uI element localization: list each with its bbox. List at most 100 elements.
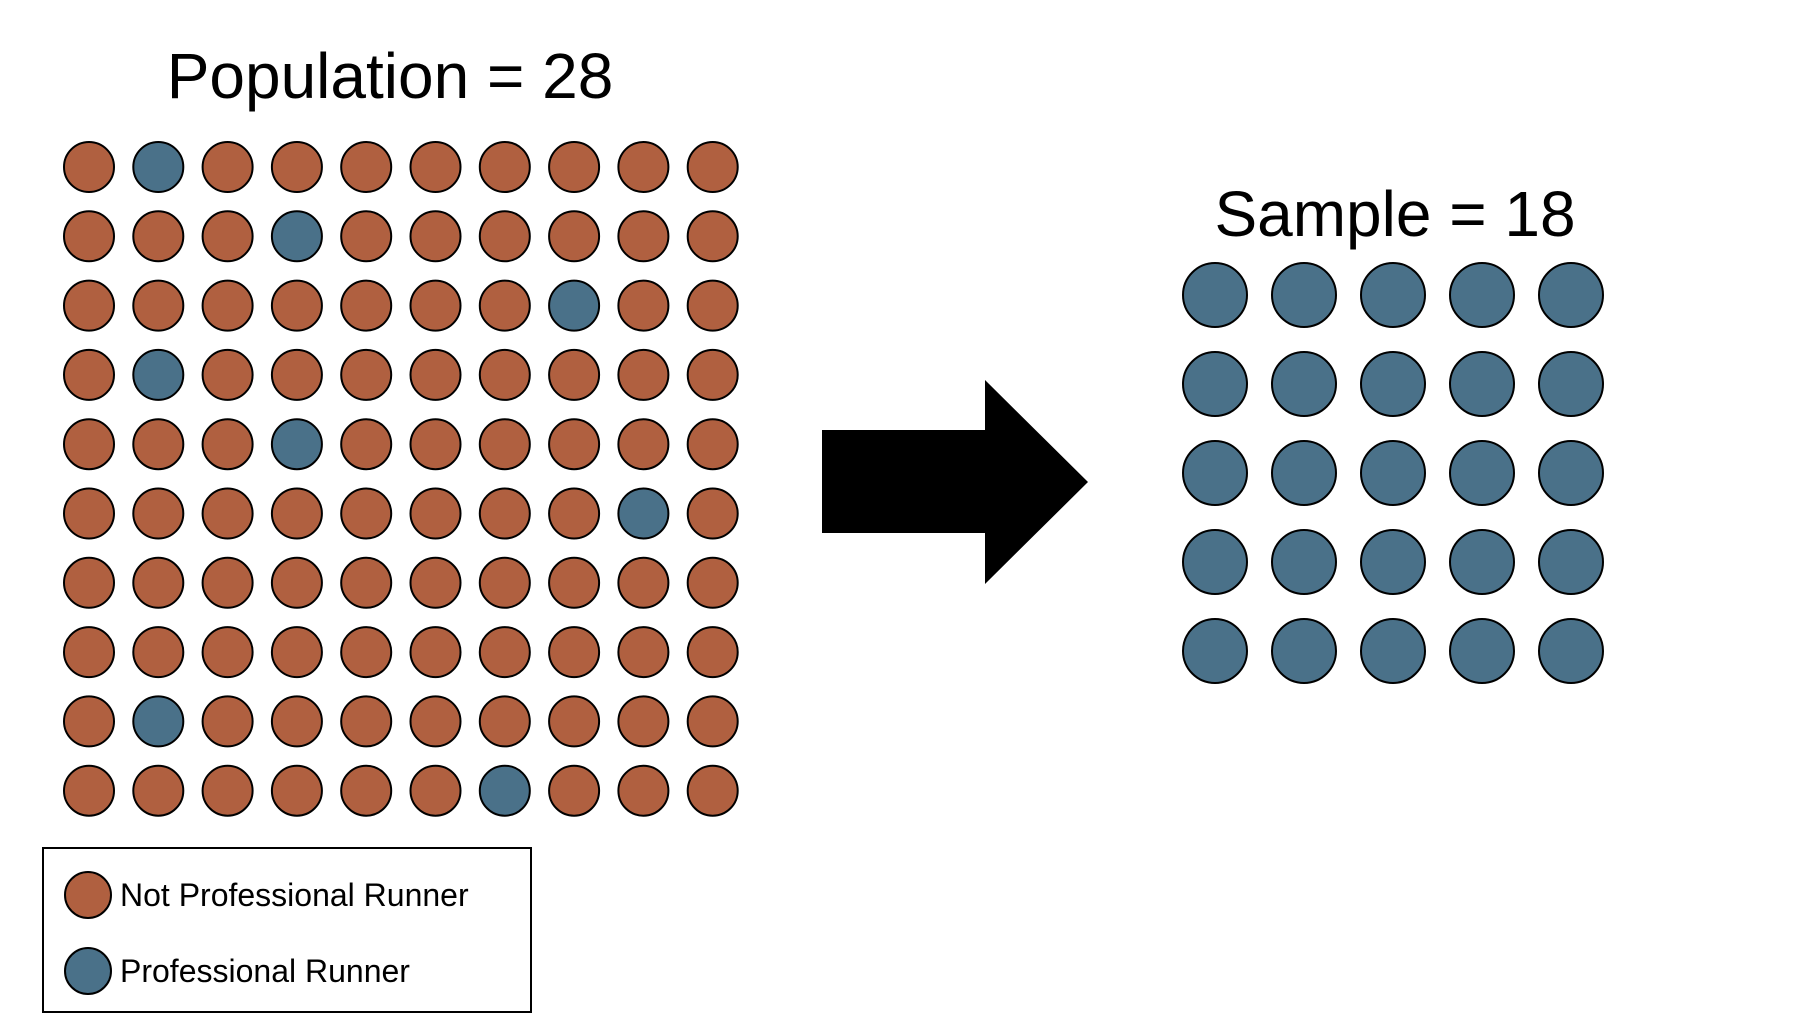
- population-dot-professional: [548, 279, 601, 332]
- population-dot-not-professional: [478, 626, 531, 679]
- population-dot-not-professional: [617, 695, 670, 748]
- population-dot-not-professional: [63, 764, 115, 817]
- sample-dot-professional: [1271, 440, 1337, 506]
- sample-dot-professional: [1360, 351, 1426, 417]
- population-dot-not-professional: [63, 626, 115, 679]
- population-dot-not-professional: [340, 279, 393, 332]
- population-dot-not-professional: [63, 279, 115, 332]
- population-dot-not-professional: [617, 418, 670, 471]
- population-dot-not-professional: [63, 348, 115, 401]
- sample-dot-professional: [1271, 618, 1337, 684]
- population-dot-not-professional: [63, 556, 115, 609]
- population-dot-not-professional: [340, 487, 393, 540]
- sample-title: Sample = 18: [1214, 178, 1575, 250]
- population-dot-not-professional: [270, 348, 323, 401]
- sample-dot-professional: [1538, 262, 1604, 328]
- population-dot-not-professional: [132, 556, 185, 609]
- population-dot-not-professional: [409, 764, 462, 817]
- population-dot-not-professional: [548, 764, 601, 817]
- sample-dot-professional: [1182, 262, 1248, 328]
- population-dot-professional: [132, 348, 185, 401]
- population-dot-not-professional: [201, 418, 254, 471]
- sample-dot-professional: [1182, 529, 1248, 595]
- population-dot-not-professional: [132, 626, 185, 679]
- population-dot-not-professional: [201, 348, 254, 401]
- sample-dot-professional: [1449, 529, 1515, 595]
- population-dot-not-professional: [409, 210, 462, 263]
- arrow-right-icon: [822, 380, 1088, 584]
- population-dot-not-professional: [617, 626, 670, 679]
- population-dot-not-professional: [270, 626, 323, 679]
- population-dot-professional: [617, 487, 670, 540]
- population-dot-not-professional: [201, 764, 254, 817]
- population-dot-professional: [478, 764, 531, 817]
- population-dot-not-professional: [340, 141, 393, 193]
- population-dot-not-professional: [686, 487, 739, 540]
- population-dot-not-professional: [63, 695, 115, 748]
- population-dot-not-professional: [478, 487, 531, 540]
- population-dot-not-professional: [132, 418, 185, 471]
- population-dot-not-professional: [132, 210, 185, 263]
- population-dot-not-professional: [409, 279, 462, 332]
- population-dot-not-professional: [340, 348, 393, 401]
- population-dot-not-professional: [409, 141, 462, 193]
- population-dot-not-professional: [201, 556, 254, 609]
- population-dot-not-professional: [548, 348, 601, 401]
- population-grid: [63, 141, 739, 817]
- population-dot-not-professional: [617, 279, 670, 332]
- population-dot-not-professional: [409, 695, 462, 748]
- sample-dot-professional: [1182, 618, 1248, 684]
- sample-dot-professional: [1538, 351, 1604, 417]
- population-dot-not-professional: [201, 279, 254, 332]
- population-dot-not-professional: [686, 141, 739, 193]
- population-dot-not-professional: [478, 210, 531, 263]
- population-dot-not-professional: [548, 210, 601, 263]
- population-dot-not-professional: [617, 556, 670, 609]
- legend-swatch-not-professional: [64, 871, 112, 919]
- sample-dot-professional: [1449, 440, 1515, 506]
- population-dot-not-professional: [409, 348, 462, 401]
- legend-box: [42, 847, 532, 1013]
- legend-swatch-professional: [64, 947, 112, 995]
- population-dot-not-professional: [686, 348, 739, 401]
- population-dot-professional: [270, 418, 323, 471]
- population-dot-not-professional: [686, 695, 739, 748]
- population-dot-not-professional: [63, 487, 115, 540]
- population-dot-not-professional: [201, 210, 254, 263]
- population-dot-professional: [132, 141, 185, 193]
- population-dot-not-professional: [340, 695, 393, 748]
- population-title: Population = 28: [167, 40, 614, 112]
- population-dot-not-professional: [686, 626, 739, 679]
- population-dot-not-professional: [478, 695, 531, 748]
- population-dot-not-professional: [686, 210, 739, 263]
- population-dot-not-professional: [201, 626, 254, 679]
- population-dot-not-professional: [340, 418, 393, 471]
- population-dot-not-professional: [617, 141, 670, 193]
- population-dot-not-professional: [63, 210, 115, 263]
- population-dot-not-professional: [340, 556, 393, 609]
- population-dot-not-professional: [270, 556, 323, 609]
- population-dot-not-professional: [478, 556, 531, 609]
- sample-dot-professional: [1449, 262, 1515, 328]
- population-dot-not-professional: [270, 764, 323, 817]
- population-dot-not-professional: [617, 210, 670, 263]
- population-dot-not-professional: [478, 279, 531, 332]
- sample-grid: [1182, 262, 1604, 684]
- population-dot-not-professional: [548, 695, 601, 748]
- sample-dot-professional: [1271, 529, 1337, 595]
- population-dot-not-professional: [686, 279, 739, 332]
- population-dot-not-professional: [409, 626, 462, 679]
- population-dot-not-professional: [617, 348, 670, 401]
- legend-label-not-professional: Not Professional Runner: [120, 877, 469, 913]
- population-dot-not-professional: [132, 764, 185, 817]
- population-dot-not-professional: [409, 487, 462, 540]
- population-dot-not-professional: [201, 487, 254, 540]
- population-dot-not-professional: [686, 556, 739, 609]
- population-dot-not-professional: [63, 141, 115, 193]
- sample-dot-professional: [1271, 262, 1337, 328]
- population-dot-not-professional: [340, 210, 393, 263]
- population-dot-not-professional: [132, 279, 185, 332]
- population-dot-not-professional: [548, 141, 601, 193]
- population-dot-not-professional: [63, 418, 115, 471]
